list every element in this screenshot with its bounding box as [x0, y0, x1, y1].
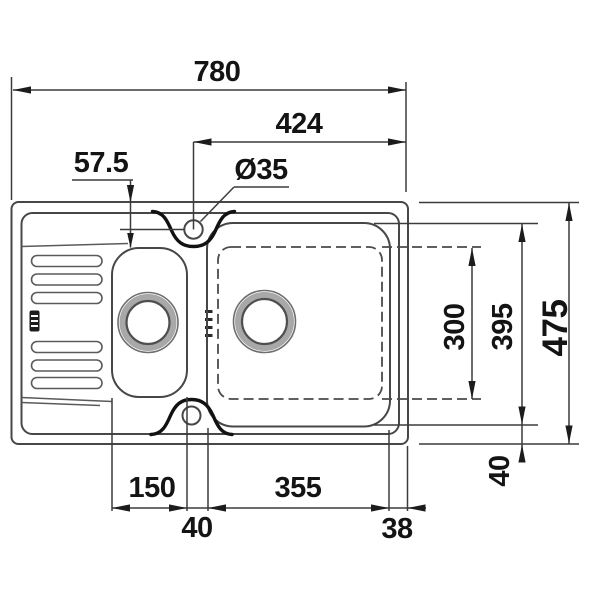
sink-outer-rim: [10, 201, 409, 445]
half-bowl-drain: [117, 291, 179, 354]
tap-holes: [149, 209, 237, 437]
dim-bowl-inner-depth-label: 300: [439, 304, 471, 351]
half-bowl: [111, 247, 188, 398]
drainer-groove: [30, 254, 103, 268]
main-bowl-inner-dashed: [217, 246, 383, 400]
tap-recess-bottom: [149, 397, 234, 437]
main-bowl: [206, 222, 391, 428]
main-bowl-outline: [206, 222, 391, 428]
drainer-groove: [30, 273, 103, 286]
dim-bottom-margin: 40: [484, 444, 526, 487]
dim-overall-depth: 475: [419, 201, 579, 445]
dim-bottom-chain: 150 355 40 38: [111, 397, 426, 545]
dim-bowl-inner-depth: 300: [382, 246, 481, 400]
dim-bowl-outer-depth-label: 395: [487, 303, 519, 350]
drainer-top-edge: [21, 242, 129, 248]
tap-recess-top: [150, 209, 237, 249]
dim-main-bowl-width-label: 355: [275, 472, 322, 504]
half-bowl-drain-ring: [119, 294, 177, 351]
dim-overall-width: 780: [10, 56, 407, 200]
dim-bowl-gap-label: 40: [181, 512, 212, 544]
half-bowl-drain-inner: [125, 299, 171, 346]
drainer-groove: [30, 340, 103, 354]
bowl-divider-marks: [205, 310, 213, 337]
dim-tap-to-right-label: 424: [276, 108, 323, 140]
dim-tap-offset: 57.5: [72, 147, 184, 248]
tap-hole-bottom: [181, 405, 202, 426]
main-bowl-drain-inner: [240, 297, 289, 346]
drainer-bottom-edge-2: [21, 401, 101, 407]
sink-inner-rim: [20, 212, 400, 435]
dim-tap-diameter-label: Ø35: [234, 154, 288, 186]
dim-bowl-outer-depth: 395: [374, 222, 538, 462]
dim-half-bowl-width-label: 150: [129, 472, 176, 504]
brand-logo-mark: [29, 310, 40, 332]
dim-tap-diameter: Ø35: [199, 154, 289, 223]
main-bowl-drain: [232, 289, 297, 354]
main-bowl-drain-ring: [235, 292, 294, 351]
dim-tap-to-right: 424: [192, 108, 406, 230]
drainer-area: [21, 242, 129, 407]
drainer-grooves: [30, 254, 103, 390]
drainer-groove: [30, 359, 103, 372]
drainer-groove: [30, 291, 103, 305]
dim-overall-depth-label: 475: [536, 300, 575, 357]
half-bowl-outline: [111, 247, 188, 398]
dim-bottom-margin-label: 40: [484, 455, 516, 486]
dim-right-margin-label: 38: [381, 513, 413, 545]
sink-outline: [10, 201, 409, 445]
dim-tap-offset-label: 57.5: [74, 147, 129, 179]
drainer-groove: [30, 376, 103, 390]
drainer-bottom-edge: [21, 396, 113, 403]
dim-overall-width-label: 780: [194, 56, 241, 88]
